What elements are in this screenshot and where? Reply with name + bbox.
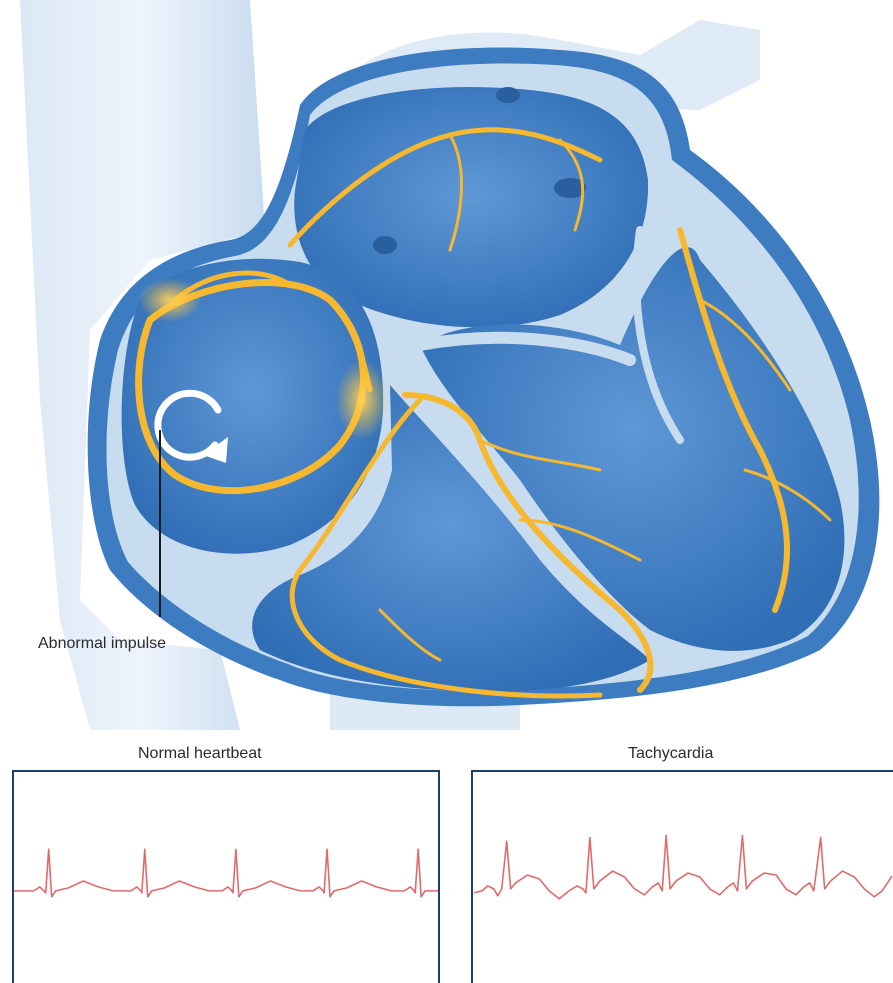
valve-opening — [373, 236, 397, 254]
normal-ecg-trace — [14, 772, 438, 983]
ecg-line — [474, 835, 892, 898]
av-node-glow — [336, 360, 388, 440]
tachycardia-ecg-trace — [473, 772, 893, 983]
sa-node-glow — [138, 278, 202, 322]
normal-heartbeat-title: Normal heartbeat — [138, 745, 262, 763]
abnormal-impulse-label: Abnormal impulse — [38, 635, 166, 653]
ecg-line — [14, 849, 438, 897]
heart-illustration — [0, 0, 893, 730]
normal-ecg-panel — [12, 770, 440, 983]
tachycardia-title: Tachycardia — [628, 745, 713, 763]
tachycardia-ecg-panel — [471, 770, 893, 983]
valve-opening — [496, 87, 520, 103]
